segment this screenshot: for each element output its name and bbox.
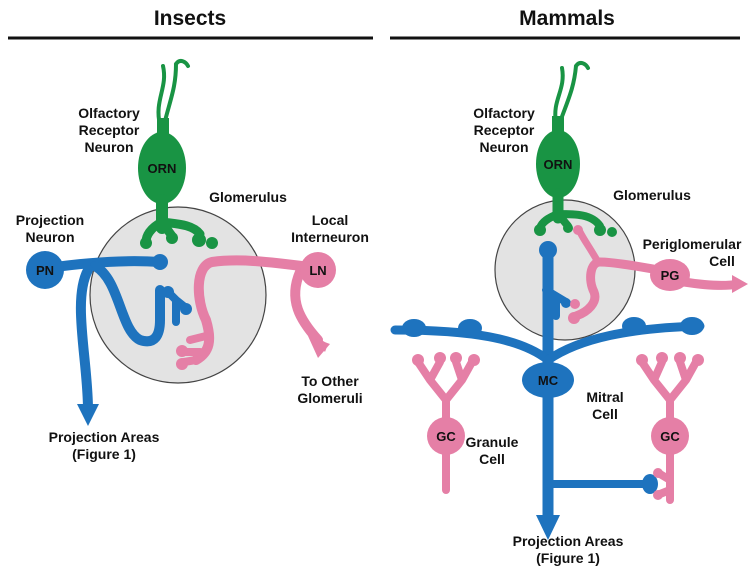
mammals-pg-abbr: PG [661,268,680,283]
mammals-orn-label-3: Neuron [480,139,529,155]
mammals-mc-label-1: Mitral [586,389,623,405]
insects-other-glomeruli-2: Glomeruli [297,390,362,406]
mammals-pg-label-1: Periglomerular [643,236,742,252]
mammals-projection-areas-1: Projection Areas [513,533,624,549]
insects-pn-label-1: Projection [16,212,84,228]
insects-projection-areas-1: Projection Areas [49,429,160,445]
insects-glomerulus-label: Glomerulus [209,189,287,205]
mammals-mc-abbr: MC [538,373,559,388]
mammals-projection-areas-2: (Figure 1) [536,550,600,566]
mammals-pg-label-2: Cell [709,253,735,269]
mammals-glomerulus-label: Glomerulus [613,187,691,203]
mammals-gc-left-abbr: GC [436,429,456,444]
insects-pn-label-2: Neuron [26,229,75,245]
mammals-gc-label-1: Granule [466,434,519,450]
insects-projection-areas-2: (Figure 1) [72,446,136,462]
mammals-gc-label-2: Cell [479,451,505,467]
insects-ln-label-1: Local [312,212,349,228]
insects-orn-label-3: Neuron [85,139,134,155]
insects-pn-abbr: PN [36,263,54,278]
mammals-gc-right-abbr: GC [660,429,680,444]
mammals-title: Mammals [519,7,615,30]
insects-orn-label-2: Receptor [79,122,140,138]
mammals-mc-label-2: Cell [592,406,618,422]
insects-other-glomeruli-1: To Other [301,373,359,389]
insects-orn-abbr: ORN [148,161,177,176]
mammals-orn-label-2: Receptor [474,122,535,138]
mammals-orn-label-1: Olfactory [473,105,535,121]
insects-ln-label-2: Interneuron [291,229,369,245]
insects-panel: Insects ORN Olfactory Receptor Neuron Gl… [8,7,373,462]
mammals-orn-abbr: ORN [544,157,573,172]
insects-ln-abbr: LN [309,263,326,278]
mammals-gc-left: GC [412,352,480,490]
mammals-panel: Mammals ORN Olfactory Receptor Neuron Gl… [390,7,748,566]
insects-orn-label-1: Olfactory [78,105,140,121]
insects-title: Insects [154,7,226,30]
